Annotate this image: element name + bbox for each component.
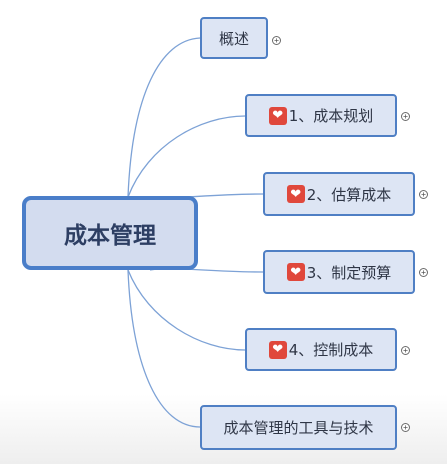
connector-cost-planning bbox=[127, 115, 246, 198]
root-topic-label: 成本管理 bbox=[64, 223, 156, 249]
topic-control-costs[interactable]: ❤ 4、控制成本 bbox=[245, 328, 397, 371]
expand-topic-determine-budget-button[interactable]: + bbox=[419, 268, 428, 277]
expand-topic-estimate-costs-button[interactable]: + bbox=[419, 190, 428, 199]
topic-label: 2、估算成本 bbox=[306, 185, 392, 204]
heart-icon: ❤ bbox=[286, 263, 305, 281]
connector-overview bbox=[127, 37, 201, 198]
topic-label: 成本管理的工具与技术 bbox=[223, 419, 374, 437]
topic-label: 3、制定预算 bbox=[306, 263, 392, 282]
topic-determine-budget[interactable]: ❤ 3、制定预算 bbox=[263, 250, 415, 294]
topic-label: 概述 bbox=[218, 29, 249, 48]
topic-cost-planning[interactable]: ❤ 1、成本规划 bbox=[245, 94, 397, 137]
expand-topic-control-costs-button[interactable]: + bbox=[401, 346, 410, 355]
topic-tools-and-techniques[interactable]: 成本管理的工具与技术 bbox=[200, 405, 397, 450]
expand-topic-overview-button[interactable]: + bbox=[272, 36, 281, 45]
connector-tools-and-techniques bbox=[127, 269, 201, 428]
topic-estimate-costs[interactable]: ❤ 2、估算成本 bbox=[263, 172, 415, 216]
topic-label: 1、成本规划 bbox=[288, 107, 374, 125]
heart-icon: ❤ bbox=[286, 185, 305, 203]
expand-topic-tools-button[interactable]: + bbox=[401, 423, 410, 432]
root-topic[interactable]: 成本管理 bbox=[22, 196, 198, 270]
connector-control-costs bbox=[127, 269, 246, 351]
topic-overview[interactable]: 概述 bbox=[200, 17, 268, 59]
expand-topic-cost-planning-button[interactable]: + bbox=[401, 112, 410, 121]
heart-icon: ❤ bbox=[268, 340, 287, 359]
heart-icon: ❤ bbox=[268, 106, 287, 125]
topic-label: 4、控制成本 bbox=[288, 341, 374, 359]
